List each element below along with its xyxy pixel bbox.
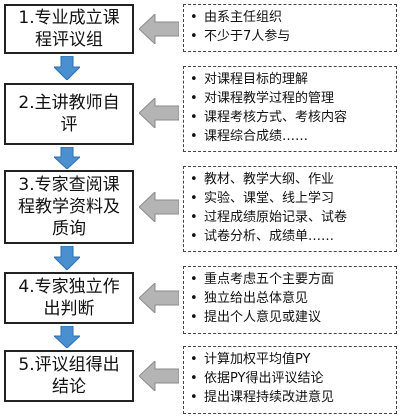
left-arrow-3 (139, 192, 179, 222)
note-item: •试卷分析、成绩单…… (190, 229, 335, 244)
note-item: •对课程教学过程的管理 (190, 91, 335, 106)
step-box-3: 3.专家查阅课程教学资料及质询 (4, 170, 134, 244)
step-box-2: 2.主讲教师自评 (4, 83, 134, 145)
step-box-4: 4.专家独立作出判断 (4, 272, 134, 324)
left-arrow-1 (139, 14, 179, 44)
note-item: •课程综合成绩…… (190, 129, 309, 144)
down-arrow-2 (54, 147, 80, 169)
down-arrow-3 (54, 246, 80, 270)
notes-box-2: •对课程目标的理解 •对课程教学过程的管理 •课程考核方式、考核内容 •课程综合… (183, 66, 397, 152)
note-item: •重点考虑五个主要方面 (190, 272, 335, 287)
note-item: •提出个人意见或建议 (190, 310, 322, 325)
down-arrow-4 (54, 326, 80, 348)
note-item: •课程考核方式、考核内容 (190, 110, 348, 125)
note-item: •不少于7人参与 (190, 29, 291, 44)
note-item: •由系主任组织 (190, 10, 283, 25)
note-item: •依据PY得出评议结论 (190, 371, 324, 386)
note-item: •教材、教学大纲、作业 (190, 172, 335, 187)
note-item: •对课程目标的理解 (190, 72, 309, 87)
note-item: •过程成绩原始记录、试卷 (190, 210, 348, 225)
left-arrow-5 (139, 361, 179, 391)
left-arrow-2 (139, 98, 179, 128)
notes-box-3: •教材、教学大纲、作业 •实验、课堂、线上学习 •过程成绩原始记录、试卷 •试卷… (183, 166, 397, 252)
down-arrow-1 (54, 56, 80, 80)
notes-box-5: •计算加权平均值PY •依据PY得出评议结论 •提出课程持续改进意见 (183, 346, 397, 414)
notes-box-1: •由系主任组织 •不少于7人参与 (183, 4, 397, 52)
step-box-5: 5.评议组得出结论 (4, 350, 134, 402)
step-box-1: 1.专业成立课程评议组 (4, 4, 134, 54)
note-item: •提出课程持续改进意见 (190, 390, 335, 405)
note-item: •实验、课堂、线上学习 (190, 191, 335, 206)
notes-box-4: •重点考虑五个主要方面 •独立给出总体意见 •提出个人意见或建议 (183, 266, 397, 334)
note-item: •独立给出总体意见 (190, 291, 309, 306)
note-item: •计算加权平均值PY (190, 352, 311, 367)
left-arrow-4 (139, 283, 179, 313)
